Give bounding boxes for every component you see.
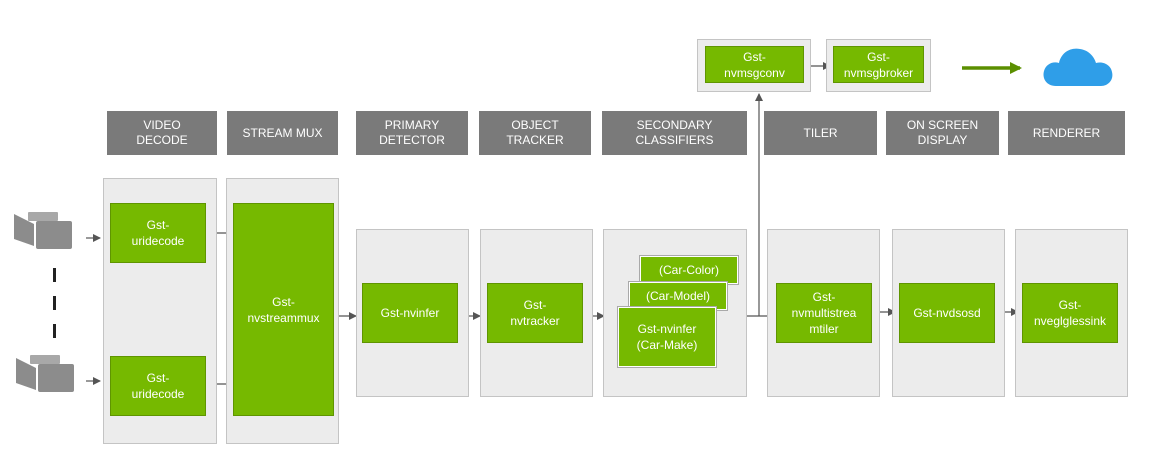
stage-header-renderer: RENDERER: [1008, 111, 1125, 155]
plugin-nvmsgbroker: Gst- nvmsgbroker: [833, 46, 924, 83]
stage-header-primary-detector: PRIMARY DETECTOR: [356, 111, 468, 155]
plugin-nvtracker: Gst- nvtracker: [487, 283, 583, 343]
video-camera-icon-top: [14, 212, 72, 249]
plugin-secondary-nvinfer: Gst-nvinfer (Car-Make): [618, 307, 716, 367]
plugin-car-model: (Car-Model): [629, 282, 727, 310]
stage-header-tiler: TILER: [764, 111, 877, 155]
stage-header-stream-mux: STREAM MUX: [227, 111, 338, 155]
stage-header-video-decode: VIDEO DECODE: [107, 111, 217, 155]
plugin-uridecode-bottom: Gst- uridecode: [110, 356, 206, 416]
plugin-nveglglessink: Gst- nveglglessink: [1022, 283, 1118, 343]
plugin-car-color: (Car-Color): [640, 256, 738, 284]
stage-header-secondary-classifiers: SECONDARY CLASSIFIERS: [602, 111, 747, 155]
plugin-nvdsosd: Gst-nvdsosd: [899, 283, 995, 343]
cloud-icon: [1043, 48, 1113, 86]
plugin-nvmsgconv: Gst- nvmsgconv: [705, 46, 804, 83]
plugin-nvmultistreamtiler: Gst- nvmultistrea mtiler: [776, 283, 872, 343]
plugin-nvstreammux: Gst- nvstreammux: [233, 203, 334, 416]
stage-header-object-tracker: OBJECT TRACKER: [479, 111, 591, 155]
camera-continuation-dash: [53, 296, 56, 310]
plugin-uridecode-top: Gst- uridecode: [110, 203, 206, 263]
camera-continuation-dash: [53, 268, 56, 282]
stage-header-on-screen-display: ON SCREEN DISPLAY: [886, 111, 999, 155]
plugin-nvinfer: Gst-nvinfer: [362, 283, 458, 343]
video-camera-icon-bottom: [16, 355, 74, 392]
camera-continuation-dash: [53, 324, 56, 338]
